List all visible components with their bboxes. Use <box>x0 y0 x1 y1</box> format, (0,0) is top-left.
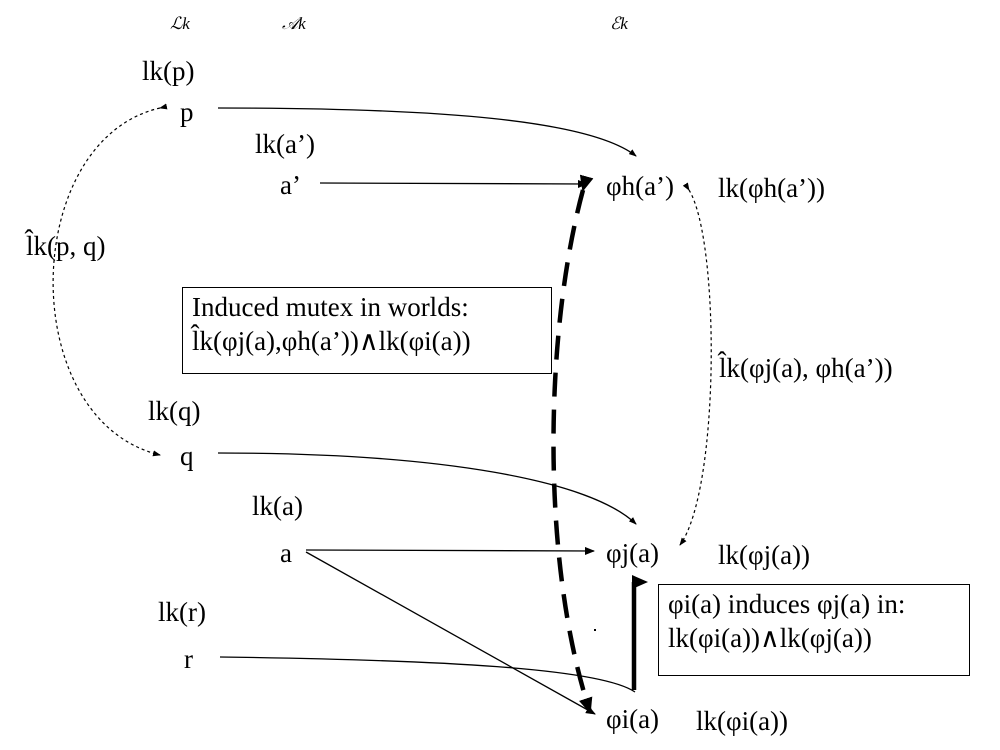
mutex-arc-p-q <box>52 103 168 457</box>
label-lk-p: lk(p) <box>142 56 195 86</box>
node-p: p <box>180 97 194 127</box>
node-phi-h: φh(a’) <box>606 171 675 201</box>
node-r: r <box>184 644 193 674</box>
node-phi-i: φi(a) <box>606 704 660 734</box>
stray-dot <box>594 629 596 631</box>
node-q: q <box>180 441 194 471</box>
induced-mutex-line2: l̂k(φj(a),φh(a’))∧lk(φi(a)) <box>192 326 471 356</box>
node-a: a <box>280 538 292 568</box>
mutex-label-p-q: l̂k(p, q) <box>26 231 106 261</box>
induces-line2: lk(φi(a))∧lk(φj(a)) <box>668 623 872 653</box>
label-lk-a: lk(a) <box>252 491 303 521</box>
induces-line1: φi(a) induces φj(a) in: <box>668 589 906 619</box>
mutex-label-effects: l̂k(φj(a), φh(a’)) <box>719 353 893 383</box>
label-lk-phi-h: lk(φh(a’)) <box>718 173 826 203</box>
edge-a-to-phi-i <box>305 551 596 715</box>
node-a-prime: a’ <box>280 170 301 200</box>
induced-mutex-box: Induced mutex in worlds: l̂k(φj(a),φh(a’… <box>182 287 552 374</box>
node-phi-j: φj(a) <box>606 538 660 568</box>
header-actions: 𝒜k <box>282 14 306 33</box>
induced-mutex-line1: Induced mutex in worlds: <box>192 292 469 322</box>
label-lk-phi-i: lk(φi(a)) <box>696 706 789 736</box>
edge-r-to-phi-i <box>219 656 636 693</box>
edge-a-prime-to-phi-h <box>319 179 588 188</box>
edge-a-to-phi-j <box>305 546 595 555</box>
label-lk-phi-j: lk(φj(a)) <box>718 540 811 570</box>
header-literals: ℒk <box>170 14 190 33</box>
edge-q-to-phi-j <box>217 452 637 525</box>
mutex-arc-phi-h-phi-j <box>679 182 712 546</box>
label-lk-r: lk(r) <box>158 597 206 627</box>
label-lk-q: lk(q) <box>148 396 201 426</box>
induces-box: φi(a) induces φj(a) in: lk(φi(a))∧lk(φj(… <box>658 584 970 676</box>
induced-mutex-dashed-arc <box>551 174 594 714</box>
edge-p-to-phi-h <box>217 107 637 157</box>
header-effects: ℰk <box>610 14 628 33</box>
label-lk-a-prime: lk(a’) <box>255 129 315 159</box>
